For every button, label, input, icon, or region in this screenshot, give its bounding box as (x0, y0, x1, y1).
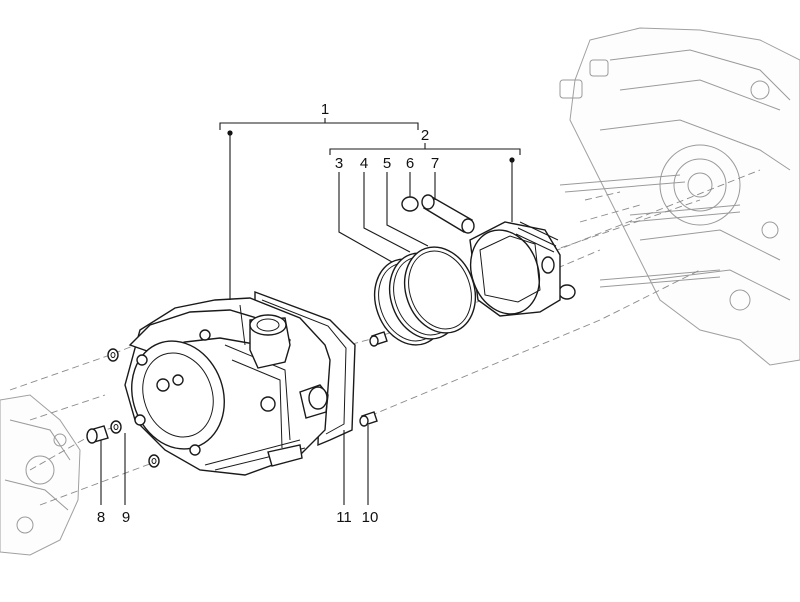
callout-1: 1 (321, 101, 329, 118)
wrist-pin-7 (421, 194, 475, 234)
callout-6: 6 (406, 155, 414, 172)
leader-lines (100, 118, 521, 505)
callout-10: 10 (362, 509, 379, 526)
dowel-sleeve-8 (86, 425, 109, 444)
callout-4: 4 (360, 155, 368, 172)
callout-labels: 1 2 3 4 5 6 7 8 9 11 10 (97, 101, 439, 526)
piston (469, 221, 561, 317)
cylinder-block (124, 290, 356, 476)
crankcase-ghost (559, 27, 800, 366)
piston-rings (373, 246, 477, 346)
callout-7: 7 (431, 155, 439, 172)
callout-11: 11 (336, 509, 352, 526)
callout-2: 2 (421, 127, 429, 144)
callout-3: 3 (335, 155, 343, 172)
callout-9: 9 (122, 509, 130, 526)
callout-8: 8 (97, 509, 105, 526)
callout-5: 5 (383, 155, 391, 172)
cylinder-head-ghost (0, 394, 81, 556)
circlip-6 (401, 196, 576, 300)
washer-9 (107, 348, 160, 468)
dowel-pin-10 (359, 331, 388, 427)
